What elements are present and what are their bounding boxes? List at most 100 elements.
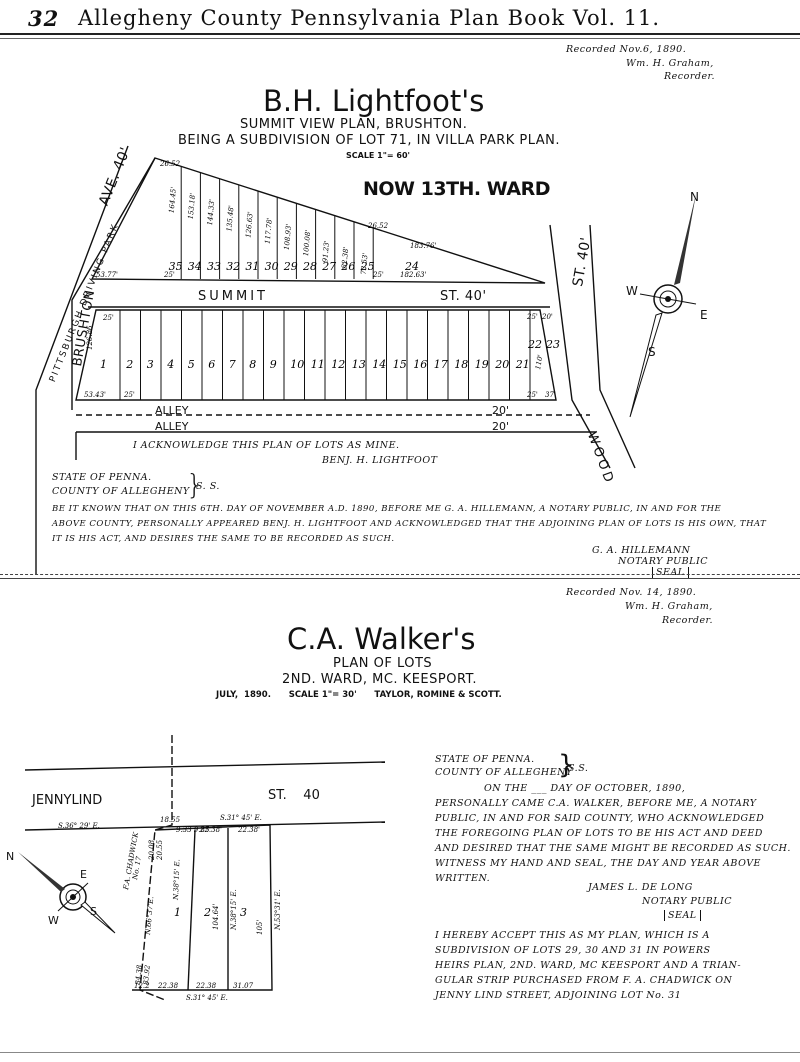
section-divider — [0, 574, 800, 575]
lower-tl-dim: 25' — [102, 314, 114, 322]
ss-label: S. S. — [196, 481, 220, 492]
recorded-line-2: Wm. H. Graham, — [626, 58, 714, 69]
alley-label-2: ALLEY — [155, 420, 189, 433]
bearing-lot1: N.38°15' E. — [172, 859, 181, 901]
summit-st-label: ST. 40' — [440, 289, 487, 304]
notary2-seal: SEAL — [664, 910, 701, 921]
plan1-subtitle-1: SUMMIT VIEW PLAN, BRUSHTON. — [240, 117, 468, 132]
ss2-brace: } — [558, 750, 575, 780]
upper-lot-depth: 117.78' — [264, 217, 274, 244]
bottom-dim-2: 22.38 — [157, 982, 179, 990]
state-label: STATE OF PENNA. — [52, 472, 152, 483]
upper-lot-number: 33 — [207, 260, 221, 273]
plan2-subtitle-1: PLAN OF LOTS — [333, 656, 433, 671]
compass2-e: E — [80, 868, 88, 881]
top-dim-3: 22.38' — [237, 826, 260, 834]
notary-title: NOTARY PUBLIC — [618, 556, 708, 567]
lower-lot-number: 7 — [229, 358, 236, 371]
lower-lot-number: 6 — [208, 358, 215, 371]
recorded2-line-1: Recorded Nov. 14, 1890. — [566, 587, 697, 598]
bearing-n66: N.66°37'E. — [144, 896, 155, 936]
lower-left-height: 126.86 — [86, 325, 94, 350]
lower-lot-number: 8 — [249, 358, 256, 371]
lower-lot-number: 20 — [494, 358, 509, 371]
compass-e: E — [700, 308, 709, 322]
lower-tr2-dim: 20' — [541, 313, 553, 321]
ss-brace: } — [186, 468, 204, 501]
notary2-name: JAMES L. DE LONG — [588, 882, 693, 893]
upper-w25a: 25' — [163, 271, 175, 279]
lower-lot-number: 5 — [188, 358, 195, 371]
lower-br1-dim: 25' — [526, 391, 538, 399]
walker-lot-number: 1 — [174, 906, 181, 919]
summit-label: SUMMIT — [198, 289, 268, 304]
upper-diag-dim: 183.76' — [410, 242, 436, 250]
top-small: 9.33 9.85 — [176, 826, 210, 834]
upper-lot-number: 24 — [404, 260, 419, 273]
jennylind-label: JENNYLIND — [32, 793, 103, 808]
recorded2-line-2: Wm. H. Graham, — [625, 601, 713, 612]
cert-line-1: BE IT KNOWN THAT ON THIS 6TH. DAY OF NOV… — [52, 504, 722, 514]
bearing-top: S.31° 45' E. — [220, 814, 262, 822]
wood-st-east — [589, 224, 636, 469]
lower-tr1-dim: 25' — [526, 313, 538, 321]
lower-lot-number: 21 — [515, 358, 530, 371]
recorded-line-3: Recorder. — [664, 71, 716, 82]
cert2-line-6: WITNESS MY HAND AND SEAL, THE DAY AND YE… — [435, 858, 761, 869]
compass-n: N — [690, 190, 700, 204]
upper-lot-number: 30 — [265, 260, 279, 273]
compass-rose-plan2 — [18, 852, 116, 934]
accept-line-4: GULAR STRIP PURCHASED FROM F. A. CHADWIC… — [435, 975, 733, 986]
header-rule-thin — [0, 38, 800, 39]
lower-lot-number: 23 — [545, 338, 560, 351]
bottom-dim-4: 31.07 — [233, 982, 254, 990]
alley-width-2: 20' — [492, 420, 510, 433]
cert2-line-2: PERSONALLY CAME C.A. WALKER, BEFORE ME, … — [435, 798, 757, 809]
acknowledge-text: I ACKNOWLEDGE THIS PLAN OF LOTS AS MINE. — [133, 440, 400, 451]
bottom-dim-1: 12.2 — [134, 982, 150, 990]
upper-lot-number: 32 — [226, 260, 240, 273]
notary-name: G. A. HILLEMANN — [592, 545, 691, 556]
alley-width-1: 20' — [492, 404, 510, 417]
accept-line-3: HEIRS PLAN, 2ND. WARD, MC KEESPORT AND A… — [435, 960, 742, 971]
upper-lot-depth: 164.45' — [168, 186, 178, 213]
lower-lot-number: 18 — [454, 358, 468, 371]
avenue-road-line — [35, 145, 129, 575]
upper-lot-depth: 108.93' — [283, 223, 293, 250]
height-lot2: 104.64' — [212, 904, 220, 930]
upper-lot-depth: 135.48' — [225, 205, 235, 232]
upper-lot-number: 34 — [188, 260, 202, 273]
upper-lot-number: 29 — [283, 260, 298, 273]
avenue-lot-edge — [71, 157, 156, 410]
recorded-line-1: Recorded Nov.6, 1890. — [566, 44, 687, 55]
compass2-n: N — [6, 850, 15, 863]
lower-lot-number: 17 — [434, 358, 448, 371]
lower-b25-dim: 25' — [123, 391, 135, 399]
lower-lot-number: 13 — [352, 358, 366, 371]
walker-lot-number: 3 — [240, 906, 247, 919]
lower-lot-number: 15 — [393, 358, 407, 371]
upper-lot-number: 31 — [245, 260, 259, 273]
lower-lot-number: 3 — [147, 358, 154, 371]
lower-lot-number: 9 — [270, 358, 277, 371]
upper-base-left-dim: 53.77' — [96, 271, 118, 279]
plan1-title: B.H. Lightfoot's — [263, 84, 485, 118]
upper-lot-number: 27 — [321, 260, 336, 273]
notary-seal: SEAL — [652, 567, 689, 578]
book-title: Allegheny County Pennsylvania Plan Book … — [78, 6, 661, 30]
compass-rose-plan1 — [629, 194, 697, 418]
upper-w25b: 25' — [372, 271, 384, 279]
upper-lot-depth: 73.53' — [360, 252, 370, 275]
ss2-label: S.S. — [568, 763, 589, 774]
upper-lot-depth: 126.63' — [244, 211, 254, 238]
upper-lot-number: 26 — [340, 260, 355, 273]
upper-lot-depth: 144.33' — [206, 199, 216, 226]
compass2-w: W — [48, 914, 60, 927]
dim-8392: 83.92 — [142, 964, 152, 985]
plan1-subtitle-2: BEING A SUBDIVISION OF LOT 71, IN VILLA … — [178, 133, 561, 148]
top-dim-1: 18.55 — [160, 816, 181, 824]
st-label: ST. 40 — [268, 788, 320, 803]
owner-signature: BENJ. H. LIGHTFOOT — [322, 455, 438, 466]
